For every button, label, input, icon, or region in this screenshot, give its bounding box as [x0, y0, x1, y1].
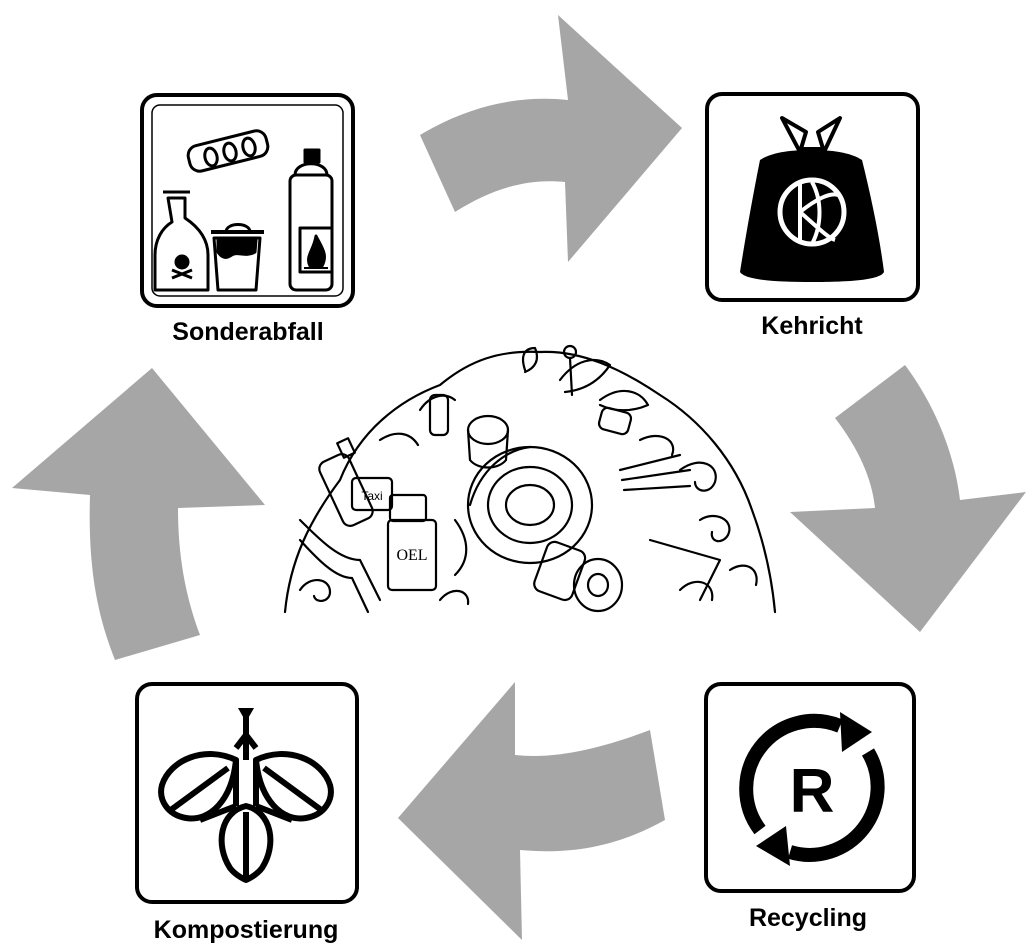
compost-leaves-icon [158, 708, 334, 883]
recycling-letter: R [790, 757, 835, 826]
garbage-pile-illustration: Taxi OEL [283, 344, 777, 614]
sonderabfall-box [140, 93, 355, 308]
label-sonderabfall: Sonderabfall [172, 318, 323, 346]
hazardous-waste-icon [153, 129, 334, 292]
cycle-arrows [12, 15, 1026, 940]
kehricht-box [705, 92, 920, 302]
trash-bag-icon [740, 116, 884, 282]
taxi-text: Taxi [361, 489, 382, 503]
arrow-left [12, 368, 265, 660]
recycling-box: R [704, 682, 916, 893]
kompostierung-box [135, 682, 359, 904]
label-kehricht: Kehricht [761, 312, 863, 340]
recycling-icon: R [739, 712, 885, 866]
oel-text: OEL [396, 547, 427, 564]
arrow-bottom [398, 682, 665, 940]
label-recycling: Recycling [749, 904, 867, 932]
arrow-right [790, 365, 1026, 632]
arrow-top [420, 15, 682, 262]
label-kompostierung: Kompostierung [154, 916, 339, 944]
